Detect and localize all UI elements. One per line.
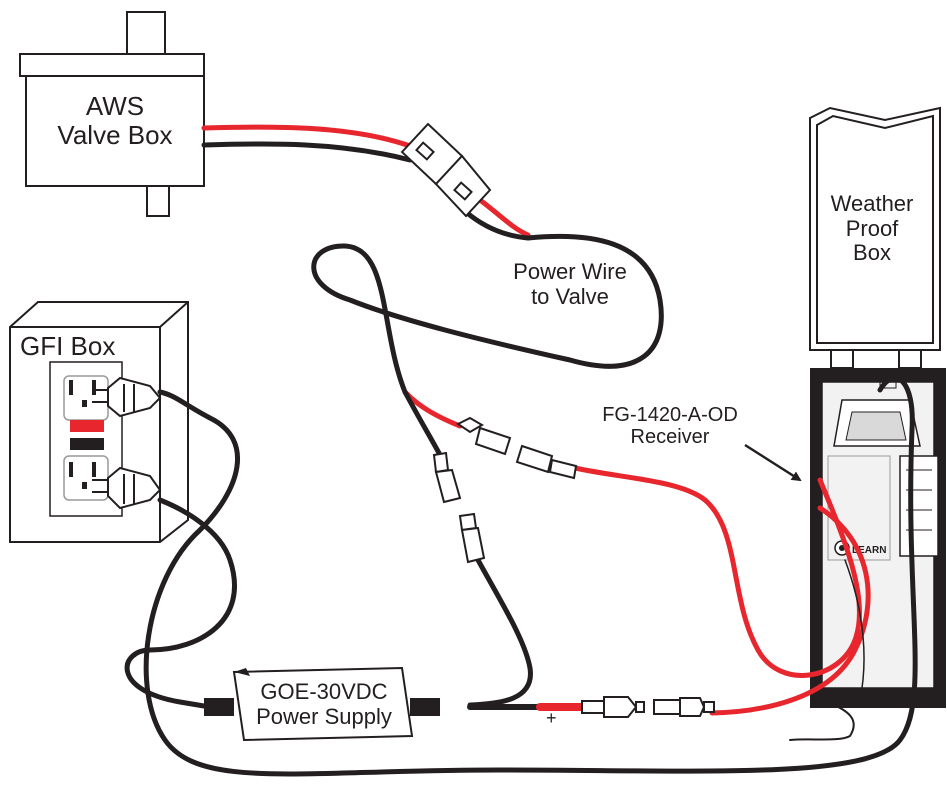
plus-sign-label: +	[546, 708, 557, 728]
valve-box-icon	[19, 11, 205, 217]
crimp-connector-icon	[456, 416, 578, 480]
power-supply-icon	[204, 666, 440, 742]
power-wire-label: Power Wire to Valve	[513, 259, 627, 309]
crimp-connector-icon	[581, 696, 715, 718]
plug-icon	[92, 466, 162, 510]
gfi-box-label: GFI Box	[20, 331, 116, 361]
receiver-icon: LEARN	[810, 368, 946, 708]
valve-box-label: AWS Valve Box	[57, 91, 173, 151]
weatherproof-box-icon	[809, 106, 941, 369]
power-supply-label: GOE-30VDC Power Supply	[256, 679, 392, 729]
weather-box-label: Weather Proof Box	[830, 191, 914, 266]
crimp-connector-icon	[400, 122, 492, 218]
crimp-connector-icon	[432, 451, 486, 564]
plug-icon	[92, 376, 162, 418]
receiver-label: FG-1420-A-OD Receiver	[602, 404, 738, 449]
arrow-icon	[744, 443, 802, 482]
learn-button-label: LEARN	[852, 545, 886, 556]
